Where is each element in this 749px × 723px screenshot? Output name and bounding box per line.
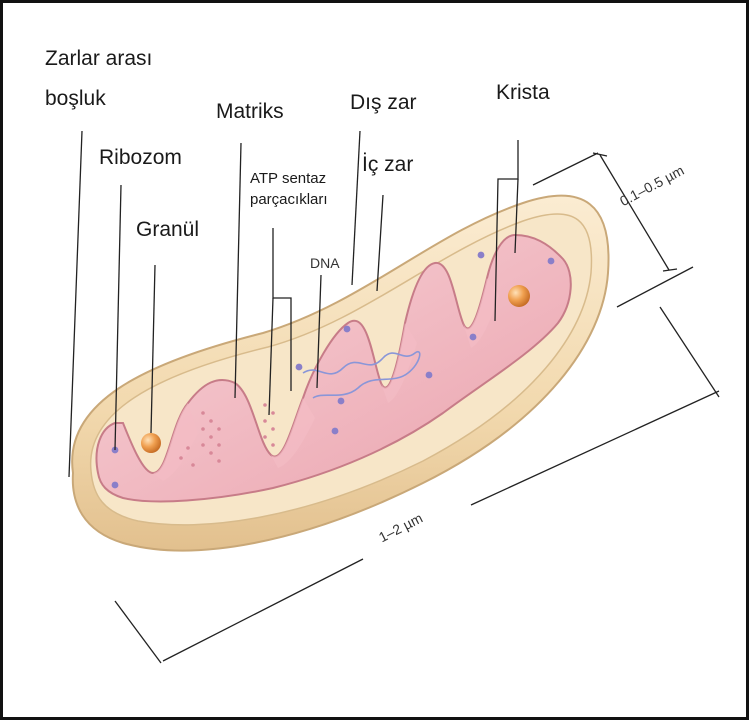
label-crista: Krista <box>496 81 550 105</box>
label-intermembrane-space-line2: boşluk <box>45 87 106 111</box>
label-granule: Granül <box>136 218 199 242</box>
label-intermembrane-space-line1: Zarlar arası <box>45 47 152 71</box>
granule <box>141 433 161 453</box>
label-outer-membrane: Dış zar <box>350 91 417 115</box>
label-atp-synthase-line2: parçacıkları <box>250 191 328 208</box>
label-matrix: Matriks <box>216 100 284 124</box>
label-ribosome: Ribozom <box>99 146 182 170</box>
label-inner-membrane: İç zar <box>362 153 413 177</box>
label-dna: DNA <box>310 255 340 271</box>
granule <box>508 285 530 307</box>
label-atp-synthase-line1: ATP sentaz <box>250 170 326 187</box>
